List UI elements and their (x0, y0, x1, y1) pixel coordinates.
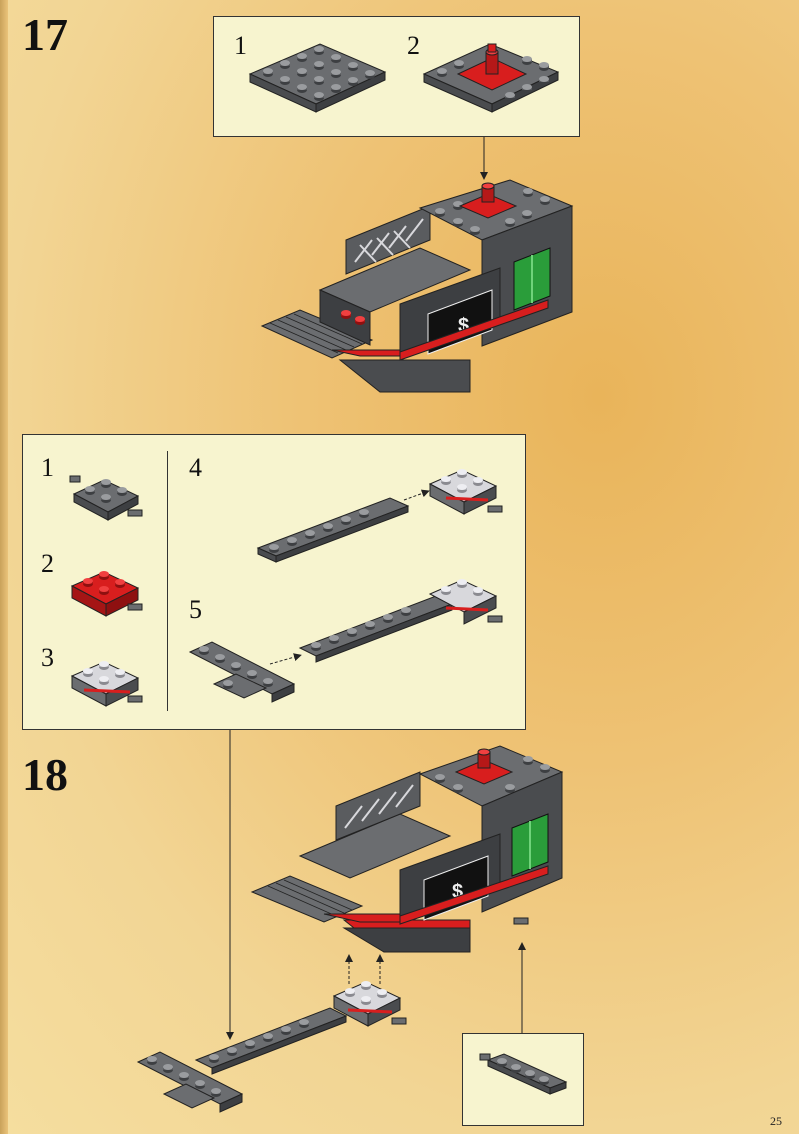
step18-crossbar-assembly (136, 981, 407, 1113)
callout-divider (167, 451, 168, 711)
sub-step-2-label: 2 (407, 31, 420, 60)
sub-step-1-label: 1 (234, 31, 247, 60)
assembly-arrow (403, 489, 430, 501)
part-5-cross-plate (188, 641, 296, 703)
sub-step-2-label: 2 (41, 549, 54, 578)
page-number: 25 (770, 1114, 782, 1128)
part-1-gray-plate-with-pins (69, 475, 143, 521)
gray-plate-1x4-with-pin (479, 1053, 568, 1095)
step-number-17: 17 (22, 9, 68, 60)
sub-step-1-label: 1 (41, 453, 54, 482)
step-number-18: 18 (22, 749, 68, 800)
page-spine (0, 0, 8, 1134)
dollar-sign-icon: $ (458, 315, 469, 337)
sub-step-4-label: 4 (189, 453, 202, 482)
gray-plate-with-red-top (422, 43, 560, 113)
assembly-arrow (269, 653, 302, 665)
step18-model: $ (250, 745, 564, 953)
part-4-long-plate (256, 497, 410, 563)
part-4-assembly (428, 469, 503, 515)
gray-plate-4x4 (248, 43, 387, 113)
part-5-assembly (298, 579, 503, 663)
part-3-white-gray-assembly (70, 661, 143, 707)
sub-step-5-label: 5 (189, 595, 202, 624)
part-2-red-brick-with-pins (70, 571, 143, 617)
step17-model: $ (260, 179, 574, 393)
sub-step-3-label: 3 (41, 643, 54, 672)
dollar-sign-icon: $ (452, 881, 463, 903)
